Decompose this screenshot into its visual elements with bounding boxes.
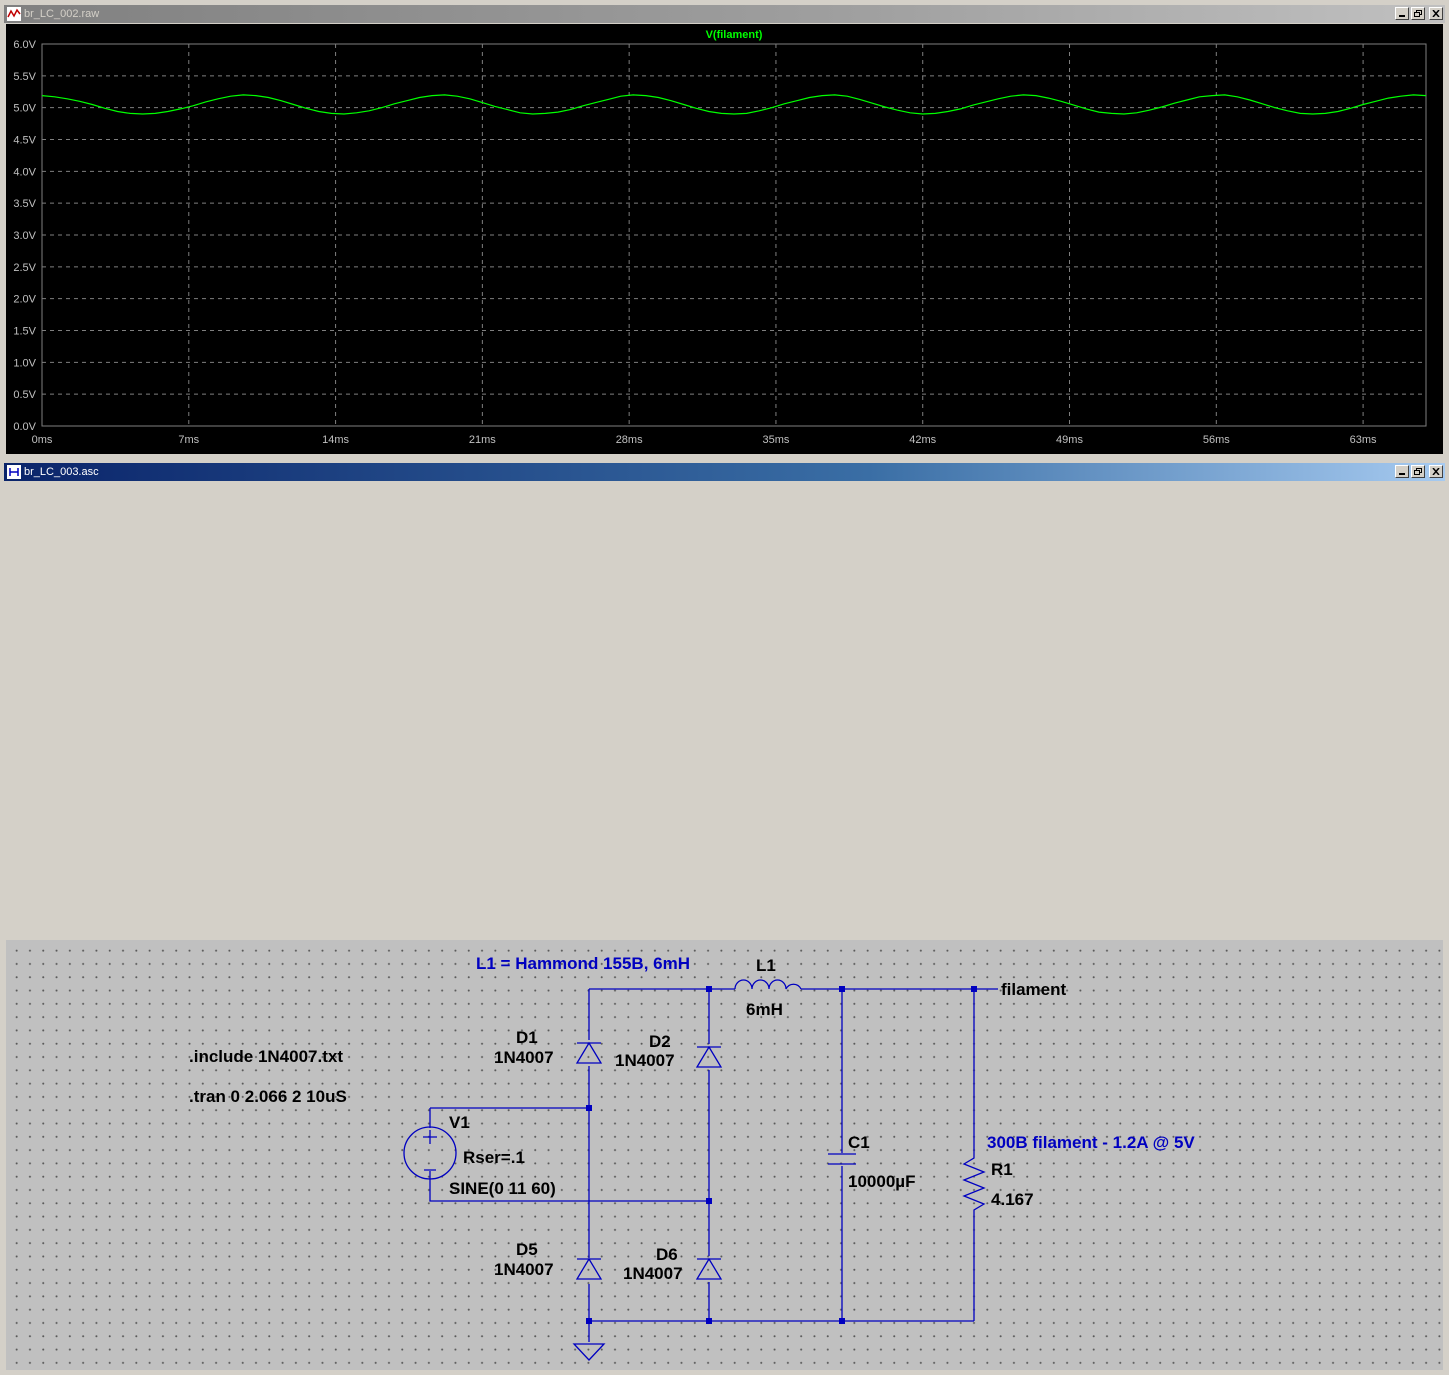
d2-name[interactable]: D2 [649, 1032, 671, 1051]
d2-value[interactable]: 1N4007 [615, 1051, 675, 1070]
diode-d6[interactable] [695, 1257, 723, 1280]
trace-v-filament[interactable] [41, 94, 1427, 115]
schematic-window-title: br_LC_003.asc [24, 466, 99, 478]
waveform-minimize-button[interactable] [1395, 7, 1409, 20]
diode-d1[interactable] [575, 1041, 603, 1064]
waveform-restore-button[interactable] [1411, 7, 1425, 20]
tran-directive[interactable]: .tran 0 2.066 2 10uS [189, 1087, 347, 1106]
y-tick-label: 5.5V [13, 71, 36, 83]
d5-name[interactable]: D5 [516, 1240, 538, 1259]
d6-name[interactable]: D6 [656, 1245, 678, 1264]
y-tick-label: 3.0V [13, 230, 36, 242]
schematic-window: br_LC_003.asc [0, 458, 1449, 1370]
waveform-chart[interactable]: 0.0V 0.5V 1.0V 1.5V 2.0V 2.5V 3.0V 3.5V 4.0V 4.5V… [6, 24, 1443, 454]
x-tick-label: 14ms [322, 434, 349, 446]
y-tick-label: 5.0V [13, 103, 36, 115]
d5-value[interactable]: 1N4007 [494, 1260, 554, 1279]
d1-name[interactable]: D1 [516, 1028, 538, 1047]
y-tick-label: 2.0V [13, 294, 36, 306]
x-tick-label: 49ms [1056, 434, 1083, 446]
trace-label[interactable]: V(filament) [706, 29, 763, 41]
inductor-l1[interactable] [734, 979, 802, 990]
resistor-r1[interactable] [962, 1150, 986, 1216]
net-label-filament[interactable]: filament [1001, 980, 1067, 999]
v1-name[interactable]: V1 [449, 1113, 470, 1132]
c1-name[interactable]: C1 [848, 1133, 870, 1152]
x-tick-label: 28ms [616, 434, 643, 446]
capacitor-c1[interactable] [828, 1153, 856, 1165]
schematic-titlebar[interactable]: br_LC_003.asc [4, 463, 1445, 481]
waveform-window-title: br_LC_002.raw [24, 8, 100, 20]
x-tick-label: 35ms [762, 434, 789, 446]
x-tick-label: 0ms [32, 434, 53, 446]
y-tick-label: 4.0V [13, 166, 36, 178]
x-tick-label: 7ms [178, 434, 199, 446]
waveform-window-icon [7, 7, 21, 21]
diode-d5[interactable] [575, 1257, 603, 1280]
schematic-drawing[interactable]: L1 = Hammond 155B, 6mH L1 6mH filament D… [6, 940, 1443, 1370]
waveform-plot-pane[interactable]: 0.0V 0.5V 1.0V 1.5V 2.0V 2.5V 3.0V 3.5V 4.0V 4.5V… [6, 24, 1443, 454]
waveform-window: br_LC_002.raw 0.0V 0.5V 1.0V 1.5V 2.0V 2.5V 3.… [0, 0, 1449, 458]
y-tick-label: 2.5V [13, 262, 36, 274]
include-directive[interactable]: .include 1N4007.txt [189, 1047, 343, 1066]
c1-value[interactable]: 10000µF [848, 1172, 915, 1191]
schematic-canvas[interactable]: L1 = Hammond 155B, 6mH L1 6mH filament D… [6, 940, 1443, 1370]
x-tick-label: 42ms [909, 434, 936, 446]
x-tick-label: 63ms [1350, 434, 1377, 446]
r1-value[interactable]: 4.167 [991, 1190, 1034, 1209]
x-tick-label: 56ms [1203, 434, 1230, 446]
d6-value[interactable]: 1N4007 [623, 1264, 683, 1283]
schematic-restore-button[interactable] [1411, 465, 1425, 478]
r1-comment[interactable]: 300B filament - 1.2A @ 5V [987, 1133, 1195, 1152]
l1-value[interactable]: 6mH [746, 1000, 783, 1019]
y-tick-label: 0.0V [13, 421, 36, 433]
v1-rser[interactable]: Rser=.1 [463, 1148, 525, 1167]
y-tick-label: 1.5V [13, 326, 36, 338]
d1-value[interactable]: 1N4007 [494, 1048, 554, 1067]
y-tick-label: 6.0V [13, 39, 36, 51]
schematic-window-icon [7, 465, 21, 479]
v1-value[interactable]: SINE(0 11 60) [449, 1179, 556, 1198]
schematic-close-button[interactable] [1429, 465, 1443, 478]
y-tick-label: 3.5V [13, 198, 36, 210]
l1-comment[interactable]: L1 = Hammond 155B, 6mH [476, 954, 690, 973]
waveform-close-button[interactable] [1429, 7, 1443, 20]
schematic-minimize-button[interactable] [1395, 465, 1409, 478]
r1-name[interactable]: R1 [991, 1160, 1013, 1179]
diode-d2[interactable] [695, 1045, 723, 1068]
waveform-titlebar[interactable]: br_LC_002.raw [4, 5, 1445, 23]
x-tick-label: 21ms [469, 434, 496, 446]
l1-name[interactable]: L1 [756, 956, 776, 975]
y-tick-label: 0.5V [13, 389, 36, 401]
y-tick-label: 1.0V [13, 357, 36, 369]
y-tick-label: 4.5V [13, 135, 36, 147]
ground-symbol[interactable] [572, 1343, 606, 1361]
